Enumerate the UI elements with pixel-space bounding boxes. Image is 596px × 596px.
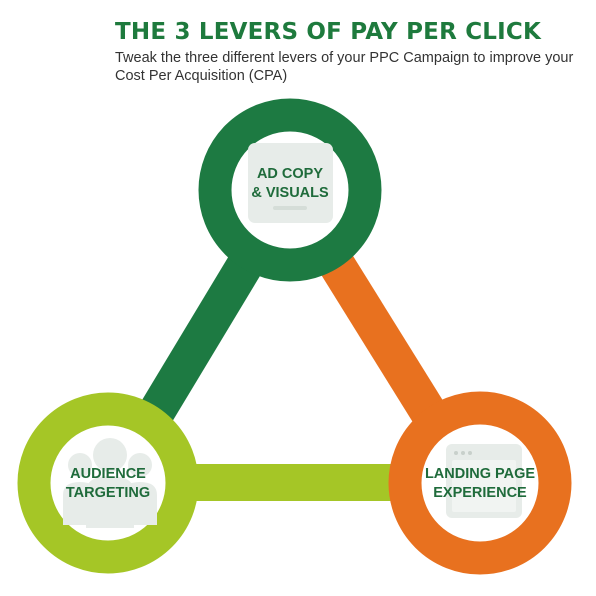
node-label-ad-copy-line2: & VISUALS (251, 185, 329, 201)
browser-window-icon (446, 444, 522, 518)
node-label-landing-line2: EXPERIENCE (433, 485, 527, 501)
node-label-landing-line1: LANDING PAGE (424, 466, 536, 482)
node-label-ad-copy-line1: AD COPY (256, 166, 324, 182)
node-label-audience-line1: AUDIENCE (70, 466, 146, 482)
people-group-icon (63, 438, 157, 528)
node-label-audience-line2: TARGETING (65, 485, 151, 501)
node-label-landing: LANDING PAGE EXPERIENCE (420, 465, 540, 503)
header: THE 3 LEVERS OF PAY PER CLICK Tweak the … (115, 18, 585, 85)
document-icon (248, 143, 333, 223)
page-title: THE 3 LEVERS OF PAY PER CLICK (115, 19, 541, 45)
node-label-ad-copy: AD COPY & VISUALS (240, 165, 340, 203)
connector-audience-to-landing (160, 464, 430, 501)
connector-ad-to-audience (132, 255, 261, 436)
node-label-audience: AUDIENCE TARGETING (58, 465, 158, 503)
connector-ad-to-landing (319, 252, 448, 428)
page-subtitle: Tweak the three different levers of your… (115, 50, 574, 84)
